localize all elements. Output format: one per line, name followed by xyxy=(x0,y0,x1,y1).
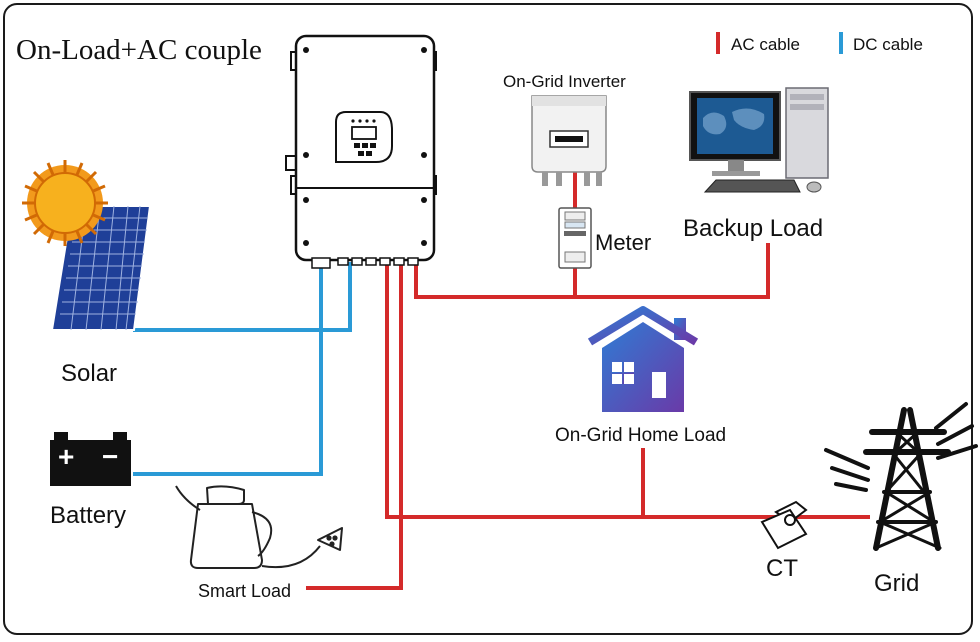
ac-cable-smart-load xyxy=(306,262,403,590)
ct-label: CT xyxy=(766,555,798,582)
battery-positive-terminal: + xyxy=(58,441,75,472)
ac-cables xyxy=(306,32,870,590)
house-icon xyxy=(587,306,699,412)
legend-ac-label: AC cable xyxy=(731,35,800,54)
meter-label: Meter xyxy=(595,230,652,255)
on-grid-inverter-label: On-Grid Inverter xyxy=(503,72,626,91)
on-grid-home-load-label: On-Grid Home Load xyxy=(555,425,727,446)
battery-label: Battery xyxy=(50,502,127,529)
sun-icon xyxy=(22,160,108,246)
on-grid-inverter xyxy=(531,95,607,186)
diagram-title: On-Load+AC couple xyxy=(16,34,262,66)
legend-dc-label: DC cable xyxy=(853,35,923,54)
transmission-tower-icon xyxy=(824,402,978,551)
ct-clamp-icon xyxy=(760,500,808,550)
dc-cable-battery xyxy=(133,262,323,476)
diagram-frame xyxy=(3,3,973,635)
grid-label: Grid xyxy=(874,570,920,597)
dc-cables xyxy=(133,262,352,476)
ac-cable-backup xyxy=(414,243,770,299)
battery-icon xyxy=(50,432,131,486)
backup-load-label: Backup Load xyxy=(683,215,824,242)
dc-cable-solar xyxy=(133,262,352,332)
ac-cable-grid xyxy=(385,262,870,519)
energy-meter xyxy=(558,207,592,269)
smart-load-label: Smart Load xyxy=(198,581,292,601)
battery-negative-terminal: − xyxy=(102,441,119,472)
backup-load-computer xyxy=(689,87,829,193)
smart-load-kettle-icon xyxy=(175,485,343,569)
hybrid-inverter xyxy=(285,34,437,269)
solar-label: Solar xyxy=(61,360,118,387)
